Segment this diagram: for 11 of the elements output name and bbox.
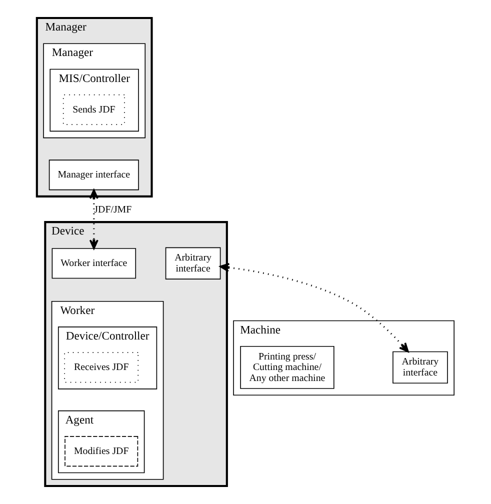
arrow <box>89 189 98 250</box>
node-box: Arbitrary interface <box>392 351 448 384</box>
arrow <box>220 262 409 352</box>
node-box: Manager interface <box>48 160 139 190</box>
edge-label: JDF/JMF <box>94 204 132 216</box>
node-box: Modifies JDF <box>64 436 138 467</box>
node-box: Receives JDF <box>64 352 139 383</box>
node-box: Printing press/ Cutting machine/ Any other machine <box>240 346 334 389</box>
node-box: Sends JDF <box>62 94 125 125</box>
node-box: Worker interface <box>52 248 136 279</box>
node-box: Arbitrary interface <box>165 247 221 280</box>
